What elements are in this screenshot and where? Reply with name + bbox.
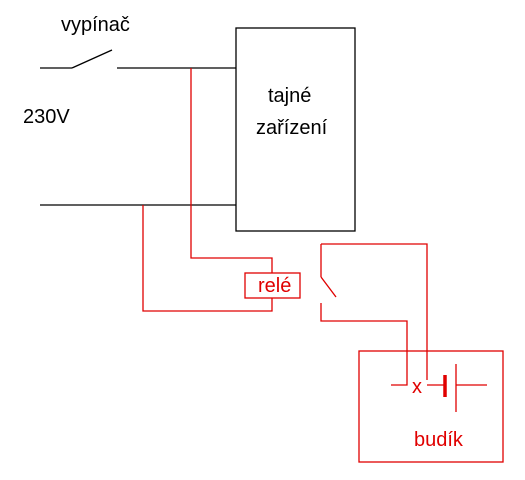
relay-feed-top — [190, 68, 273, 273]
switch-blade — [71, 49, 113, 69]
return-wire — [321, 243, 428, 380]
voltage-label: 230V — [23, 106, 70, 128]
device-label-line2: zařízení — [256, 117, 328, 139]
relay-box — [244, 272, 301, 299]
mains-wiring — [40, 27, 356, 232]
switch-label: vypínač — [61, 14, 130, 36]
junction-label: x — [412, 376, 422, 398]
relay-label: relé — [258, 275, 291, 297]
alarm-box — [358, 350, 504, 463]
relay-contact-bottom — [320, 303, 408, 386]
device-label-line1: tajné — [268, 85, 311, 107]
secret-device-box — [235, 27, 356, 232]
alarm-label: budík — [414, 429, 464, 451]
relay-contact-blade — [320, 276, 337, 298]
signal-wiring — [142, 68, 504, 463]
relay-feed-bottom — [142, 205, 273, 312]
